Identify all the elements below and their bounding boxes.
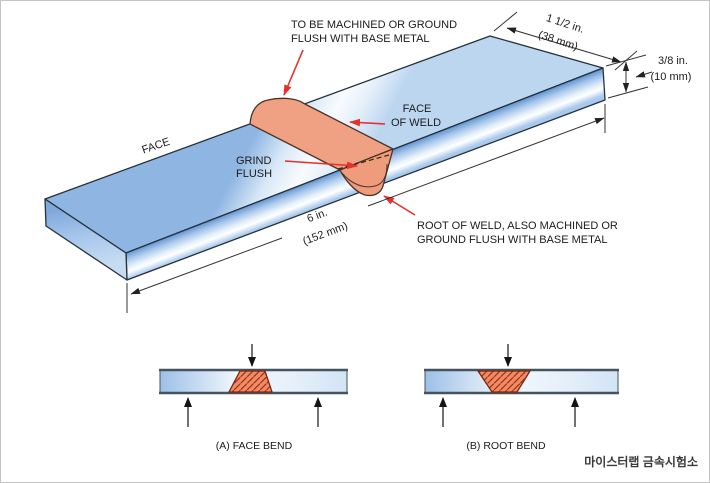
thickness-ext-bottom (607, 86, 649, 99)
specimen-3d: FACE TO BE MACHINED OR GROUND FLUSH WITH… (44, 11, 692, 313)
weld-band (249, 97, 394, 171)
face-of-weld-line1: FACE (403, 103, 432, 115)
root-bend-weld-hatch (476, 370, 532, 393)
callout-grind-flush: GRIND FLUSH (236, 155, 358, 180)
grind-flush-arrow (284, 160, 358, 170)
grind-flush-line2: FLUSH (236, 168, 272, 180)
cross-section-face-bend: (A) FACE BEND (159, 344, 348, 452)
face-of-weld-arrow (349, 118, 386, 127)
width-dim-line (506, 27, 622, 63)
watermark-text: 마이스터랩 금속시험소 (584, 454, 698, 469)
face-of-weld-line2: OF WELD (391, 117, 441, 129)
thickness-value-mm: (10 mm) (651, 71, 692, 83)
bar-end-face (44, 198, 128, 281)
length-dim-left-segment (130, 237, 283, 295)
root-label-line1: ROOT OF WELD, ALSO MACHINED OR (417, 220, 618, 232)
machined-label-line2: FLUSH WITH BASE METAL (291, 33, 430, 45)
machined-arrow (283, 49, 304, 96)
weld-root-contour (341, 163, 388, 188)
callout-root-of-weld: ROOT OF WELD, ALSO MACHINED OR GROUND FL… (383, 195, 618, 246)
callout-face-of-weld: FACE OF WELD (349, 103, 441, 129)
dimension-thickness (605, 54, 653, 99)
face-bend-weld-hatch (227, 370, 273, 393)
root-bend-label: (B) ROOT BEND (466, 440, 546, 452)
root-arrow (383, 195, 416, 216)
thickness-pointer-arrow (635, 71, 653, 78)
thickness-value-in: 3/8 in. (658, 55, 688, 67)
grind-flush-line1: GRIND (236, 155, 272, 167)
dimension-length (126, 104, 606, 313)
root-label-line2: GROUND FLUSH WITH BASE METAL (417, 234, 607, 246)
width-ext-left (493, 11, 518, 32)
machined-label-line1: TO BE MACHINED OR GROUND (291, 19, 457, 31)
face-bend-label: (A) FACE BEND (216, 440, 293, 452)
thickness-ext-top (605, 54, 647, 67)
callout-machined: TO BE MACHINED OR GROUND FLUSH WITH BASE… (283, 19, 457, 96)
cross-section-root-bend: (B) ROOT BEND (424, 344, 619, 452)
grind-flush-dashed-line (337, 154, 390, 170)
length-dim-right-segment (367, 117, 605, 207)
